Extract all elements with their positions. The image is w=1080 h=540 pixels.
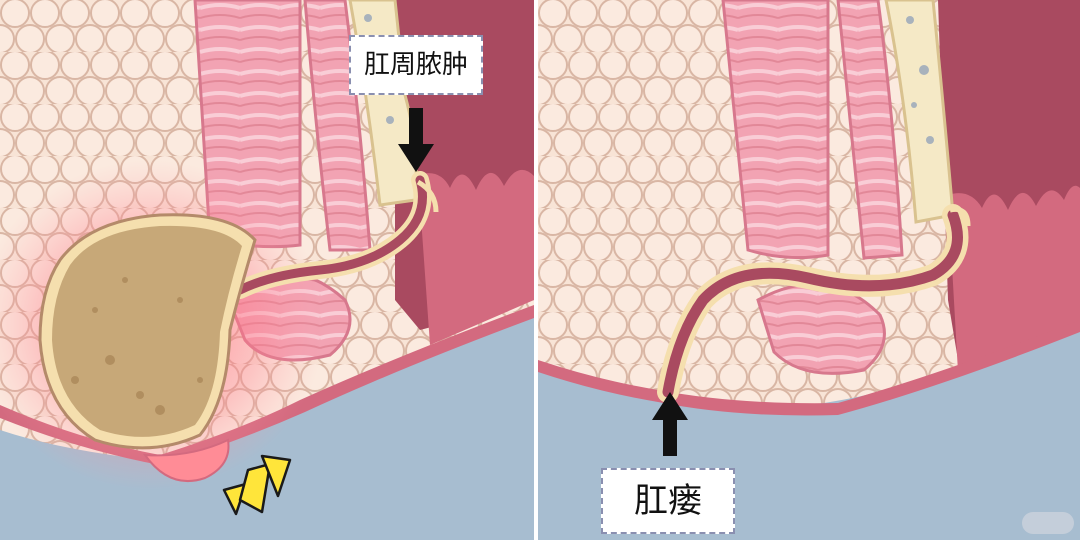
watermark [1022,512,1074,534]
arrow-down-icon [398,108,434,172]
muscle-column [721,0,830,260]
skin-fold [418,169,534,345]
abscess-label: 肛周脓肿 [349,35,483,95]
swelling [142,438,230,483]
abscess-pus [52,225,242,437]
alert-rays-icon [222,454,292,516]
muscle-column-inner [836,0,904,260]
fistula-lumen [662,209,963,398]
fistula-label: 肛瘘 [601,468,735,534]
fistula-illustration [538,0,1080,540]
skin-edge [538,320,1080,416]
skin-fold [948,185,1080,372]
fistula-panel [538,0,1080,540]
arrow-up-icon [652,392,688,456]
tract-lumen [235,175,427,295]
